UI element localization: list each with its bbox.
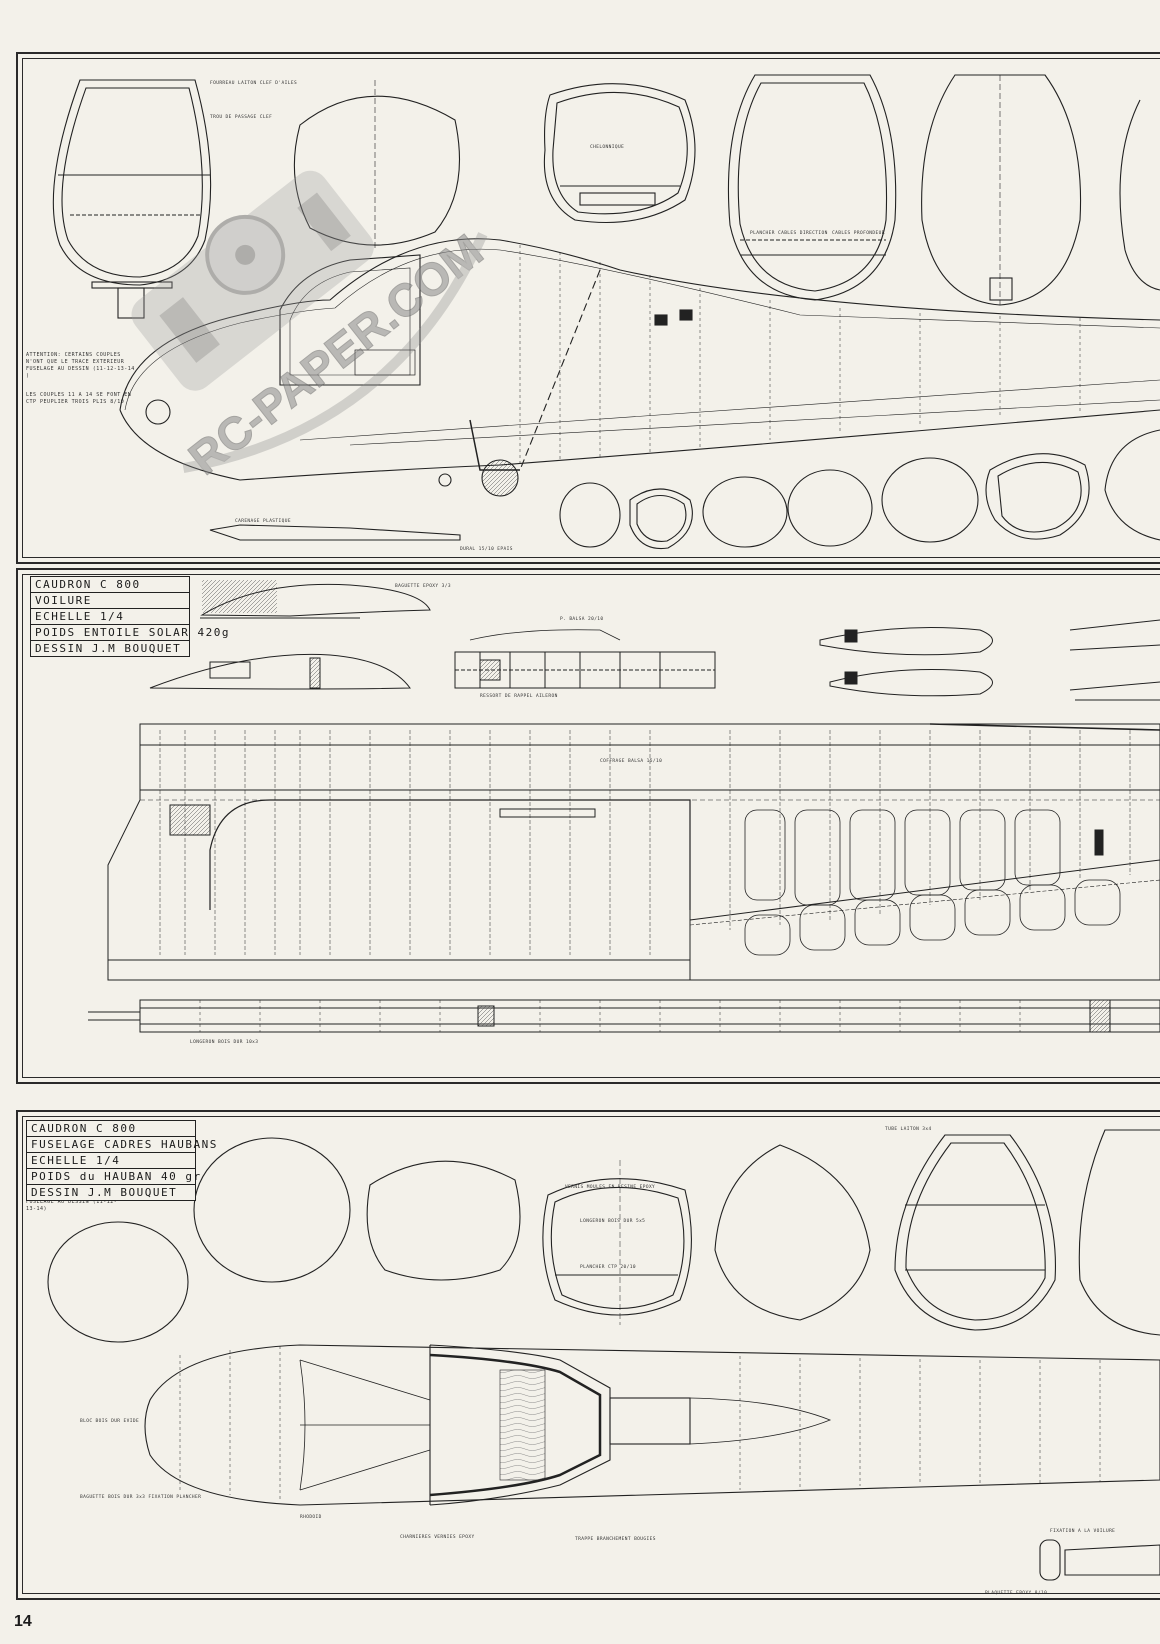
title-row: VOILURE xyxy=(31,593,189,609)
label-balsa: P. BALSA 20/10 xyxy=(560,616,604,622)
wing-title-block: CAUDRON C 800 VOILURE ECHELLE 1/4 POIDS … xyxy=(30,576,228,657)
page-number: 14 xyxy=(14,1613,32,1630)
aileron-hinge-detail xyxy=(454,629,716,689)
label-fourreau: FOURREAU LAITON CLEF D'AILES xyxy=(210,80,297,86)
label-bloc: BLOC BOIS DUR EVIDE xyxy=(80,1418,139,1424)
former-6-partial xyxy=(1119,99,1160,291)
fuselage-title-block: CAUDRON C 800 FUSELAGE CADRES HAUBANS EC… xyxy=(26,1120,216,1201)
former-13 xyxy=(366,1160,521,1281)
title-row: DESSIN J.M BOUQUET xyxy=(31,1186,178,1199)
title-row: FUSELAGE CADRES HAUBANS xyxy=(27,1137,216,1153)
wing-drawings xyxy=(88,580,1160,1033)
fuselage-side-panel xyxy=(16,52,1160,564)
title-row: CAUDRON C 800 xyxy=(31,577,189,593)
spar-detail xyxy=(88,999,1160,1033)
label-carenage: CARENAGE PLASTIQUE xyxy=(235,518,291,524)
title-row: POIDS du HAUBAN 40 gr xyxy=(27,1169,200,1185)
panel-frame xyxy=(22,1116,1160,1594)
former-11 xyxy=(47,1221,189,1343)
former-12 xyxy=(193,1137,351,1283)
label-rhodoid: RHODOID xyxy=(300,1514,322,1520)
label-baguette: BAGUETTE EPOXY 3/3 xyxy=(395,583,451,589)
former-14 xyxy=(542,1160,692,1325)
panel-frame xyxy=(22,58,1160,558)
label-chelonmique: CHELONNIQUE xyxy=(590,144,624,150)
label-longeron: LONGERON BOIS DUR 10x3 xyxy=(190,1039,258,1045)
label-trappe: TRAPPE BRANCHEMENT BOUGIES xyxy=(575,1536,656,1542)
flap-profiles xyxy=(819,619,1160,701)
title-row: CAUDRON C 800 xyxy=(27,1121,195,1137)
former-15 xyxy=(714,1144,871,1321)
label-vernis: VERNIS MOULES EN RESINE EPOXY xyxy=(565,1184,655,1190)
former-4 xyxy=(727,74,897,301)
label-longeron-bois: LONGERON BOIS DUR 5x5 xyxy=(580,1218,645,1224)
panel3-drawings xyxy=(47,1129,1160,1581)
rib-profile-main xyxy=(149,653,411,690)
label-trou: TROU DE PASSAGE CLEF xyxy=(210,114,272,120)
former-17-partial xyxy=(1078,1129,1160,1336)
former-5 xyxy=(921,74,1082,306)
fuselage-formers-panel xyxy=(16,1110,1160,1600)
label-charnieres: CHARNIERES VERNIES EPOXY xyxy=(400,1534,475,1540)
label-dural: DURAL 15/10 EPAIS xyxy=(460,546,513,552)
label-tube: TUBE LAITON 3x4 xyxy=(885,1126,932,1132)
label-fixation: FIXATION A LA VOILURE xyxy=(1050,1528,1115,1534)
wing-tip-profile xyxy=(200,580,431,619)
wing-panel xyxy=(16,568,1160,1084)
former-16 xyxy=(894,1134,1056,1331)
label-baguette-bois: BAGUETTE BOIS DUR 3x3 FIXATION PLANCHER xyxy=(80,1494,201,1500)
label-ressort: RESSORT DE RAPPEL AILERON xyxy=(480,693,558,699)
label-cables: CABLES PROFONDEUR xyxy=(832,230,885,236)
top-couples-note: LES COUPLES 11 A 14 SE FONT EN CTP PEUPL… xyxy=(26,392,132,405)
panel-frame xyxy=(22,574,1160,1078)
title-row: ECHELLE 1/4 xyxy=(27,1153,195,1169)
former-front xyxy=(52,79,212,319)
top-attention-note: ATTENTION: CERTAINS COUPLES N'ONT QUE LE… xyxy=(26,352,135,379)
fuselage-sections-row xyxy=(559,429,1160,550)
label-plancher: PLANCHER CABLES DIRECTION xyxy=(750,230,828,236)
fuselage-side-view xyxy=(119,238,1160,541)
wing-plan-view xyxy=(107,723,1160,981)
former-3 xyxy=(543,83,696,224)
label-plancher-ctp: PLANCHER CTP 20/10 xyxy=(580,1264,636,1270)
label-coffrage: COFFRAGE BALSA 15/10 xyxy=(600,758,662,764)
cowl-side-view xyxy=(144,1344,1160,1581)
former-2 xyxy=(293,80,460,250)
title-row: POIDS ENTOILE SOLAR 420g xyxy=(31,625,228,641)
title-row: ECHELLE 1/4 xyxy=(31,609,189,625)
title-row: DESSIN J.M BOUQUET xyxy=(35,642,182,655)
